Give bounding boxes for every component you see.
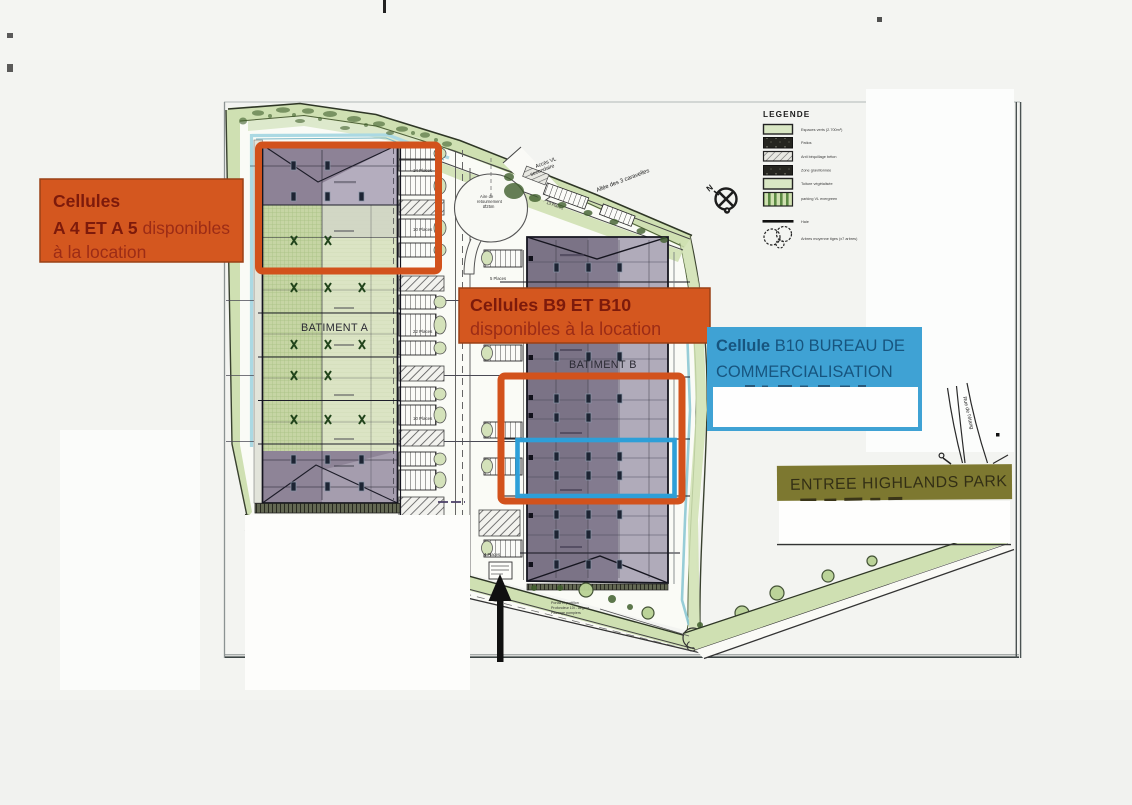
svg-text:LEGENDE: LEGENDE	[763, 110, 810, 119]
svg-text:disponibles à la location: disponibles à la location	[470, 319, 661, 339]
svg-text:Anti béquillage béton: Anti béquillage béton	[801, 155, 836, 159]
svg-text:à la location: à la location	[53, 242, 146, 262]
svg-text:13 Places: 13 Places	[546, 200, 564, 211]
svg-text:Cellule B10 BUREAU DE: Cellule B10 BUREAU DE	[716, 337, 905, 355]
svg-text:ENTREE HIGHLANDS PARK: ENTREE HIGHLANDS PARK	[790, 473, 1008, 494]
svg-text:Patios: Patios	[801, 141, 812, 145]
svg-text:COMMERCIALISATION: COMMERCIALISATION	[716, 363, 893, 381]
svg-text:Ø25m: Ø25m	[483, 204, 495, 209]
svg-text:10 Places: 10 Places	[413, 227, 433, 232]
svg-text:Zone gravillonnée: Zone gravillonnée	[801, 169, 831, 173]
svg-text:4 Places: 4 Places	[484, 552, 500, 557]
svg-text:Cellules B9 ET B10: Cellules B9 ET B10	[470, 295, 631, 315]
svg-text:Espaces verts (2.700m²): Espaces verts (2.700m²)	[801, 128, 843, 132]
svg-text:5 Places: 5 Places	[490, 276, 506, 281]
svg-text:Profondeur 10l - largeur: Profondeur 10l - largeur	[551, 606, 590, 610]
svg-text:BATIMENT B: BATIMENT B	[569, 359, 637, 371]
svg-text:22 Places: 22 Places	[413, 329, 433, 334]
svg-text:BATIMENT A: BATIMENT A	[301, 322, 369, 334]
svg-text:Passage pompiers: Passage pompiers	[551, 611, 581, 615]
svg-text:A 4 ET A 5 disponibles: A 4 ET A 5 disponibles	[53, 218, 230, 238]
svg-text:retournement: retournement	[477, 199, 503, 204]
svg-text:parking VL evergreen: parking VL evergreen	[801, 197, 837, 201]
svg-text:Portail et portillon: Portail et portillon	[551, 601, 579, 605]
svg-text:Aire de: Aire de	[480, 194, 494, 199]
svg-text:N: N	[705, 183, 715, 194]
svg-text:Haie: Haie	[801, 220, 809, 224]
svg-text:Toiture végétalisée: Toiture végétalisée	[801, 182, 833, 186]
svg-text:10 Places: 10 Places	[413, 416, 433, 421]
svg-text:14 Places: 14 Places	[413, 168, 433, 173]
svg-text:Cellules: Cellules	[53, 191, 120, 211]
svg-text:Arbres moyenne tiges (x7 arbre: Arbres moyenne tiges (x7 arbres)	[801, 237, 858, 241]
